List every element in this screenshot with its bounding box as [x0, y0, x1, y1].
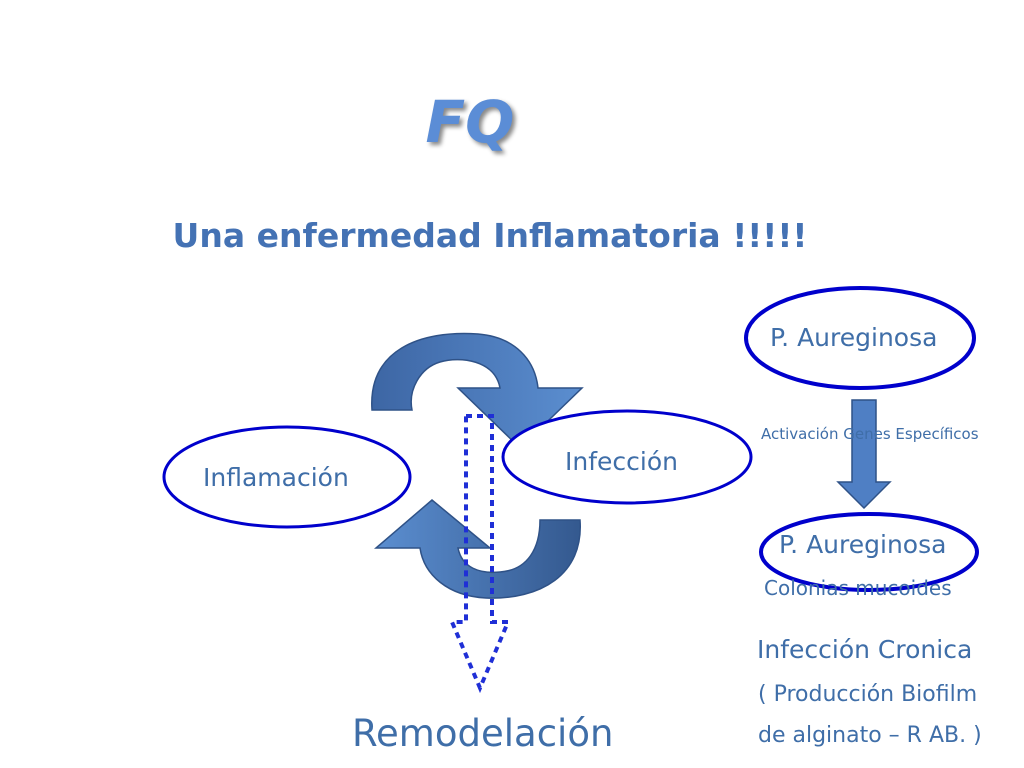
cycle-arrow-bottom: [373, 499, 581, 599]
slide-title: FQ: [425, 88, 515, 156]
infeccion-label: Infección: [565, 447, 678, 476]
aureginosa-top-label: P. Aureginosa: [770, 323, 938, 352]
aureginosa-top-node: [744, 286, 976, 390]
remodelacion-label: Remodelación: [352, 712, 614, 755]
infeccion-node: [501, 409, 753, 505]
chronic-infection-title: Infección Cronica: [757, 635, 973, 664]
activation-arrow: [836, 399, 892, 510]
cycle-arrow-top: [371, 332, 584, 450]
inflamacion-node: [162, 425, 412, 529]
aureginosa-bottom-sublabel: Colonias mucoides: [764, 576, 952, 600]
activation-label: Activación Genes Específicos: [761, 425, 979, 443]
chronic-infection-line2: de alginato – R AB. ): [758, 723, 982, 748]
slide-subtitle: Una enfermedad Inflamatoria !!!!!: [172, 216, 808, 255]
aureginosa-bottom-node: [759, 512, 979, 592]
inflamacion-label: Inflamación: [203, 463, 349, 492]
dotted-down-arrow: [448, 414, 512, 694]
chronic-infection-line1: ( Producción Biofilm: [758, 682, 978, 707]
aureginosa-bottom-label: P. Aureginosa: [779, 530, 947, 559]
